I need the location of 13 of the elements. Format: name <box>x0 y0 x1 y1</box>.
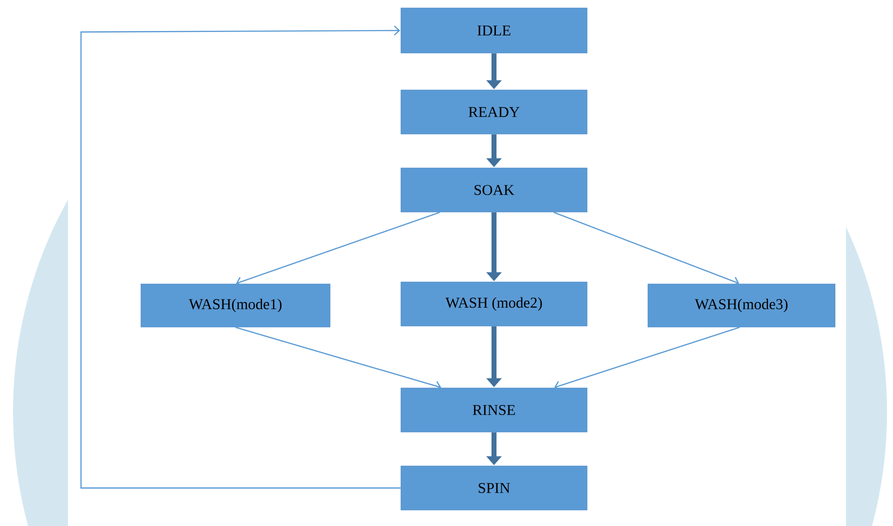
state-box: WASH(mode1) <box>140 284 330 328</box>
arrow <box>235 326 442 391</box>
arrow <box>554 212 740 286</box>
state-box: READY <box>400 90 588 134</box>
state-box: RINSE <box>400 388 588 432</box>
state-box: IDLE <box>400 8 588 54</box>
arrow <box>236 212 440 286</box>
state-box: WASH(mode3) <box>648 284 836 328</box>
state-box: WASH (mode2) <box>400 282 588 326</box>
arrow <box>80 26 401 489</box>
state-box: SPIN <box>400 466 588 510</box>
state-box: SOAK <box>400 168 588 212</box>
arrow <box>554 326 740 391</box>
